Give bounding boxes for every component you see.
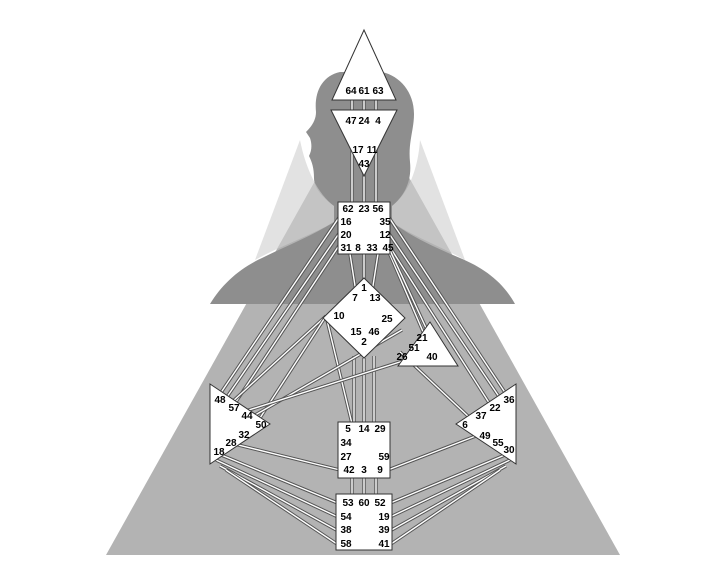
gate-number: 21 [416,333,428,344]
gate-number: 24 [358,116,370,127]
gate-number: 55 [492,438,504,449]
gate-number: 27 [340,452,352,463]
gate-number: 14 [358,424,370,435]
root-center [335,493,393,551]
spleen-center [209,383,271,465]
gate-number: 16 [340,217,352,228]
gate-number: 57 [228,403,240,414]
gate-number: 45 [382,243,394,254]
gate-number: 40 [426,352,438,363]
gate-number: 52 [374,498,386,509]
gate-number: 36 [503,395,515,406]
gate-number: 38 [340,525,352,536]
gate-number: 2 [361,337,367,348]
gate-number: 33 [366,243,378,254]
channel-line [371,253,379,293]
gate-number: 3 [361,465,367,476]
channel-line [215,215,341,401]
gate-number: 34 [340,438,352,449]
gate-number: 29 [374,424,386,435]
channel-line [219,465,341,533]
gate-number: 54 [340,512,352,523]
gate-number: 41 [378,539,390,550]
throat-center [337,201,391,255]
channel-line [225,469,341,547]
channel-line [229,359,407,417]
gate-number: 22 [489,403,501,414]
channel-line [325,315,355,433]
gate-number: 5 [345,424,351,435]
g-center [322,277,406,359]
channel-line [387,243,501,421]
gate-number: 28 [225,438,237,449]
gate-number: 61 [358,86,370,97]
gate-number: 49 [479,431,491,442]
gate-number: 35 [379,217,391,228]
gate-number: 44 [241,411,253,422]
channel-line [387,215,511,401]
gate-number: 59 [378,452,390,463]
gate-number: 53 [342,498,354,509]
solar-plexus-center [455,383,517,465]
gate-number: 17 [352,145,364,156]
gate-number: 23 [358,204,370,215]
gate-number: 12 [379,230,391,241]
gate-number: 13 [369,293,381,304]
gate-number: 30 [503,445,515,456]
gate-number: 64 [345,86,357,97]
gate-number: 26 [396,352,408,363]
channel-line [387,431,487,471]
head-center [331,28,397,101]
gate-number: 62 [342,204,354,215]
gate-number: 1 [361,283,367,294]
gate-number: 47 [345,116,357,127]
gate-number: 42 [343,465,355,476]
gate-number: 18 [213,447,225,458]
channel-line [387,469,501,547]
gate-number: 32 [238,430,250,441]
gate-number: 6 [462,420,468,431]
gate-number: 8 [355,243,361,254]
channel-line [387,451,513,505]
gate-number: 31 [340,243,352,254]
gate-number: 48 [214,395,226,406]
gate-number: 15 [350,327,362,338]
gate-number: 56 [372,204,384,215]
sacral-center [337,421,391,479]
gate-number: 46 [368,327,380,338]
channel-line [215,459,341,519]
ajna-center [330,109,398,178]
gate-number: 7 [352,293,358,304]
gate-number: 58 [340,539,352,550]
gate-number: 25 [381,314,393,325]
gate-number: 43 [358,159,370,170]
gate-number: 39 [378,525,390,536]
gate-number: 60 [358,498,370,509]
gate-number: 11 [367,145,378,156]
gate-number: 51 [408,343,420,354]
gate-number: 19 [378,512,390,523]
ego-center [397,321,459,367]
channel-line [387,231,509,411]
channel-line [259,315,327,419]
shoulder-highlight-right [392,140,465,260]
channel-line [231,315,327,403]
gate-number: 50 [255,420,267,431]
gate-number: 4 [375,116,381,127]
channel-line [387,459,511,519]
channel-line [217,231,341,411]
gate-number: 37 [475,411,487,422]
channel-line [349,253,357,293]
channel-line [387,465,507,533]
channel-line [387,249,425,335]
gate-number: 9 [377,465,383,476]
gate-number: 10 [333,311,345,322]
shoulder-highlight [255,140,334,260]
channel-line [213,451,341,505]
gate-number: 20 [340,230,352,241]
gate-number: 63 [372,86,384,97]
